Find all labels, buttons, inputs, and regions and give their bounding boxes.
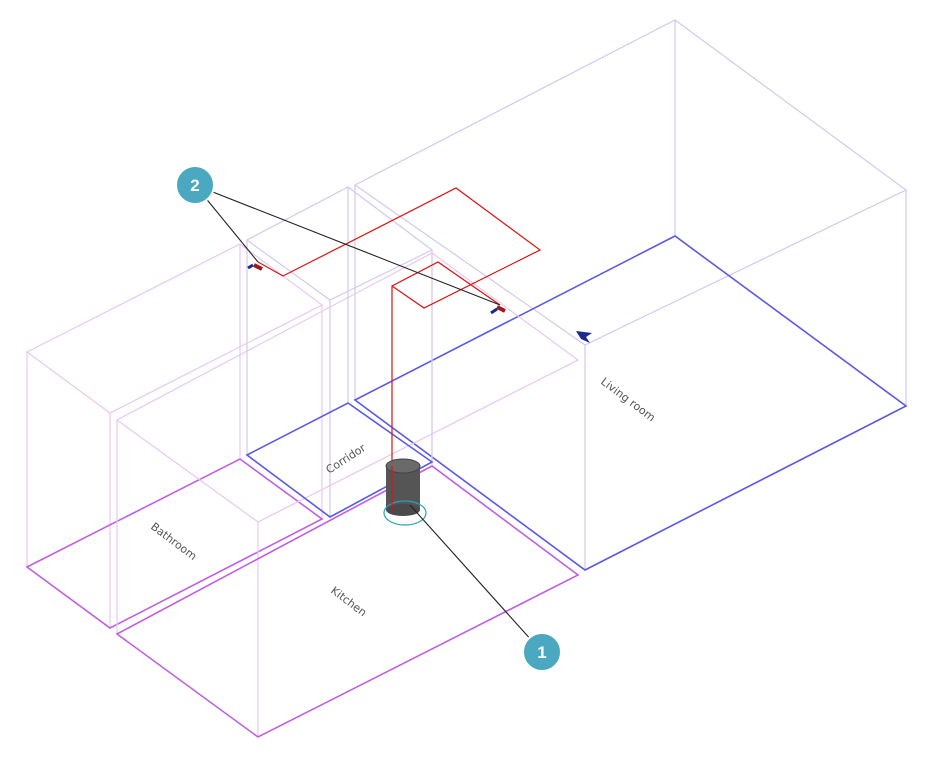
corridor-floor bbox=[245, 402, 434, 518]
pipe-network[interactable] bbox=[257, 187, 542, 510]
valve-icon[interactable] bbox=[576, 331, 592, 343]
living-room-floor bbox=[353, 235, 908, 571]
callout-1-leader bbox=[409, 504, 543, 653]
boiler-cylinder-icon[interactable] bbox=[383, 458, 427, 526]
room-label-living-room: Living room bbox=[598, 375, 657, 424]
kitchen-floor bbox=[115, 465, 580, 738]
callout-2[interactable]: 2 bbox=[175, 165, 215, 205]
callout-1-number: 1 bbox=[537, 643, 546, 662]
room-label-bathroom: Bathroom bbox=[148, 520, 199, 563]
callout-1[interactable]: 1 bbox=[522, 632, 562, 672]
terminal-unit-icon[interactable] bbox=[490, 305, 506, 315]
terminal-unit-icon[interactable] bbox=[247, 263, 263, 271]
bathroom-volume[interactable] bbox=[25, 243, 324, 629]
room-label-kitchen: Kitchen bbox=[328, 584, 369, 619]
callout-2-number: 2 bbox=[190, 176, 199, 195]
corridor-volume[interactable] bbox=[245, 186, 434, 518]
callout-2-leader-b bbox=[194, 184, 501, 306]
bathroom-floor bbox=[25, 458, 324, 629]
living-room-volume[interactable] bbox=[353, 19, 908, 571]
